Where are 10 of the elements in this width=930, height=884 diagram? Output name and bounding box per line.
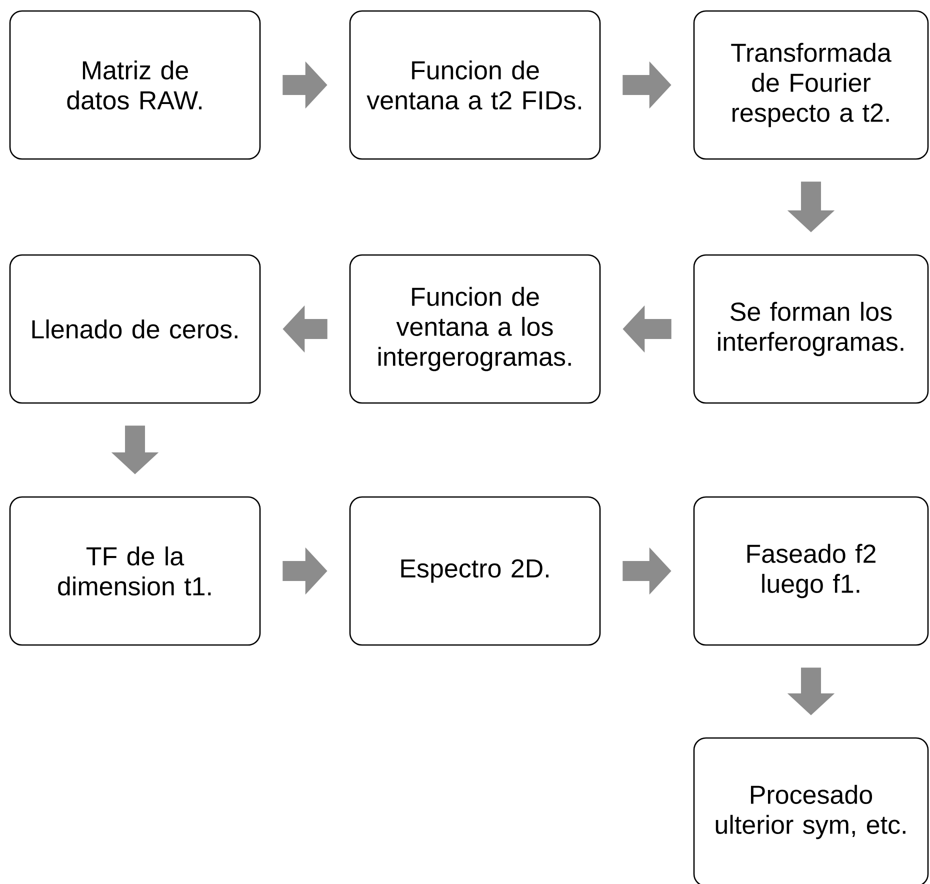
process-box: Faseado f2 luego f1.	[693, 496, 929, 646]
process-box: Transformada de Fourier respecto a t2.	[693, 10, 929, 160]
process-box: Funcion de ventana a los intergerogramas.	[349, 254, 601, 404]
process-box: Procesado ulterior sym, etc.	[693, 737, 929, 884]
process-box: Llenado de ceros.	[9, 254, 261, 404]
process-box: Se forman los interferogramas.	[693, 254, 929, 404]
process-box: Matriz de datos RAW.	[9, 10, 261, 160]
process-box: Espectro 2D.	[349, 496, 601, 646]
process-box: TF de la dimension t1.	[9, 496, 261, 646]
process-box: Funcion de ventana a t2 FIDs.	[349, 10, 601, 160]
